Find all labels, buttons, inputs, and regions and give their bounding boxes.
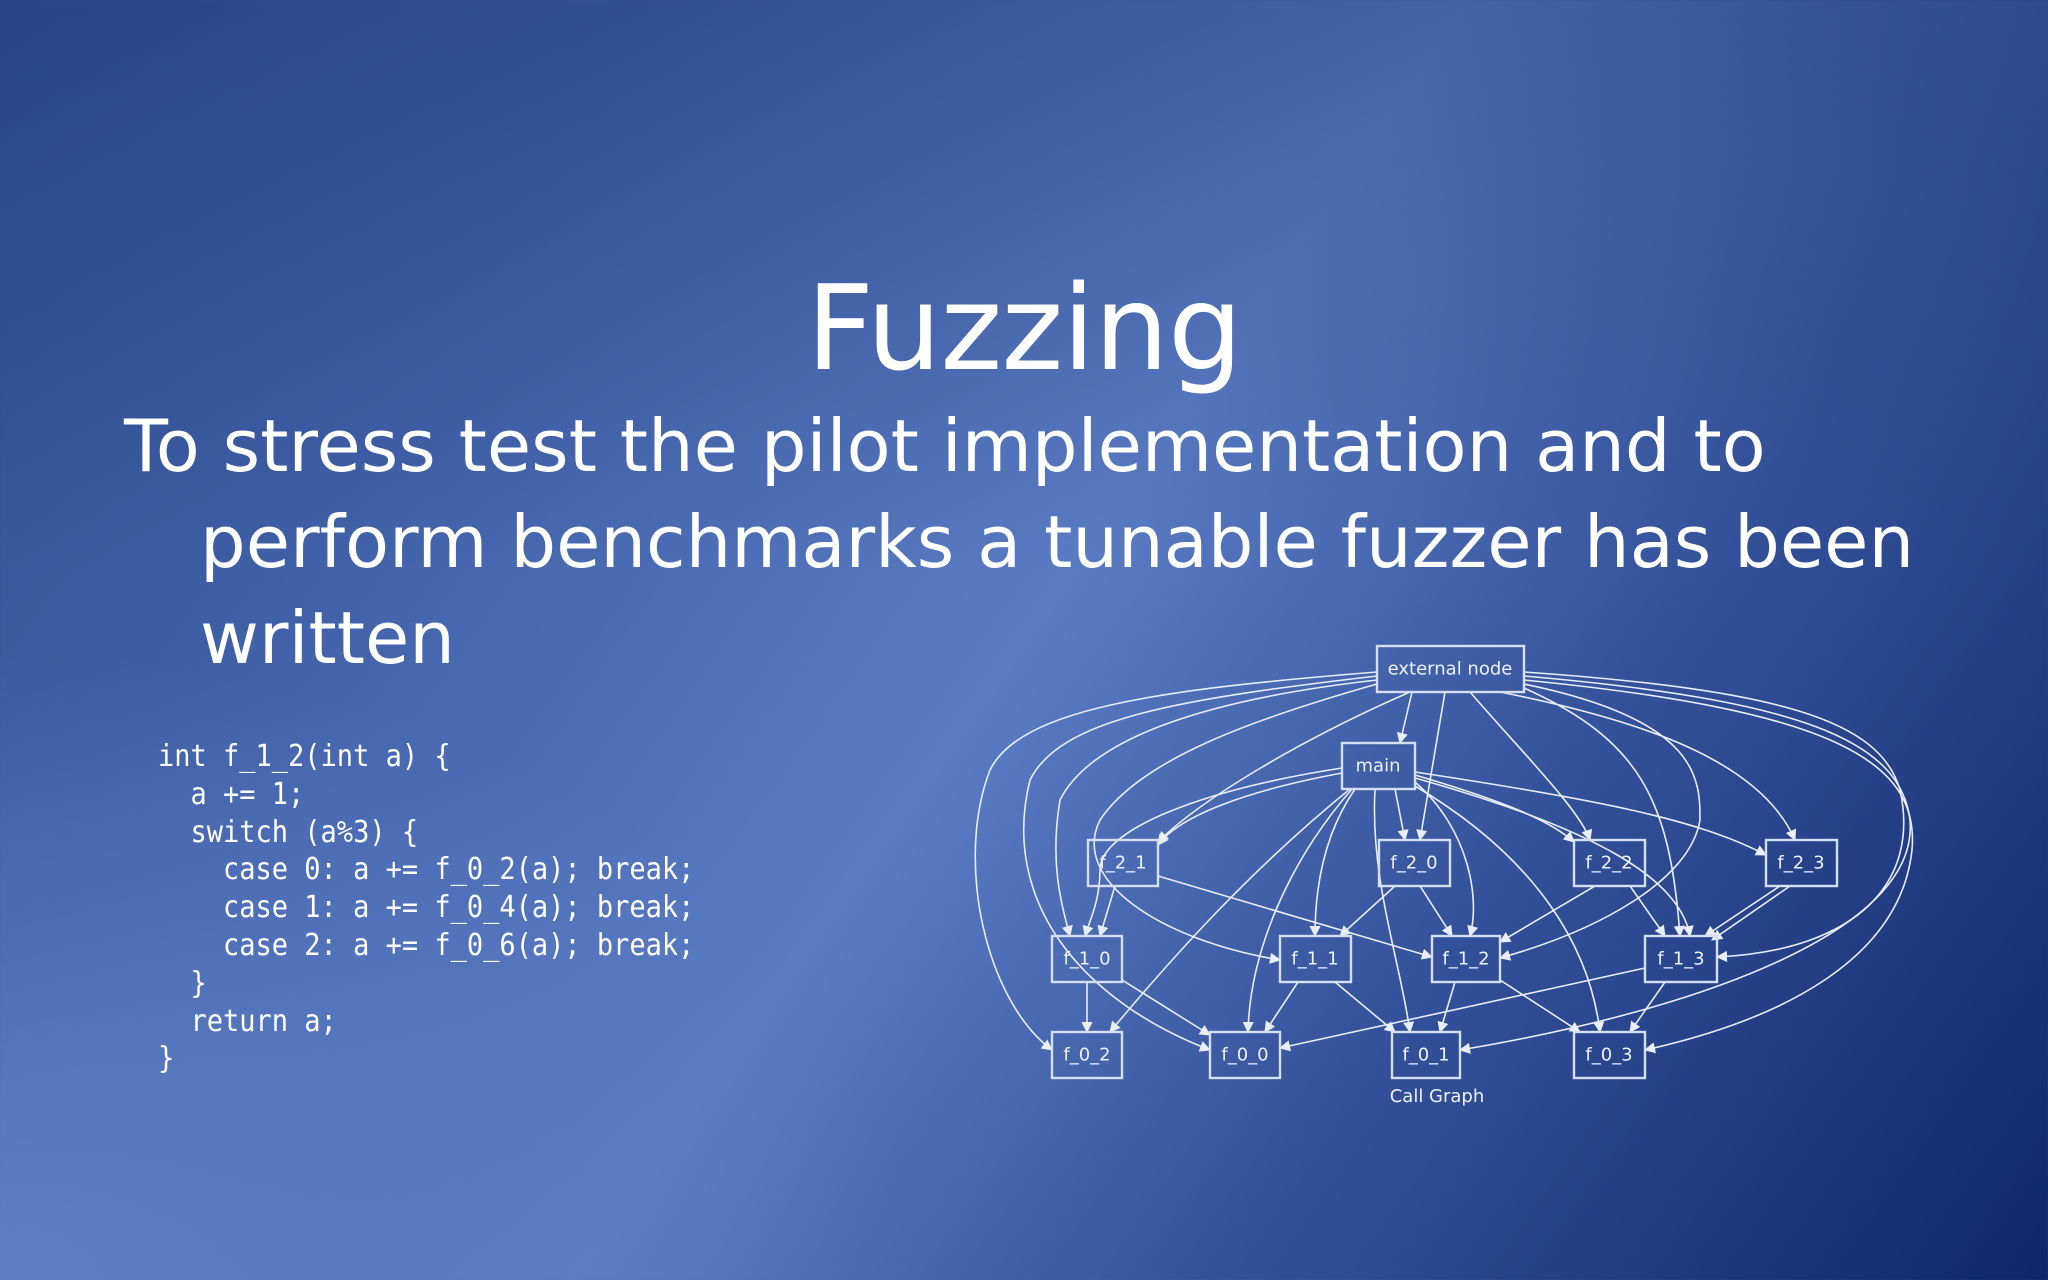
graph-node-f_2_3: f_2_3 [1764, 838, 1839, 888]
node-label: f_2_0 [1390, 853, 1437, 874]
node-label: f_1_0 [1063, 949, 1110, 970]
graph-node-f_2_2: f_2_2 [1572, 838, 1647, 888]
node-label: f_2_3 [1777, 853, 1824, 874]
graph-node-f_0_3: f_0_3 [1572, 1030, 1647, 1080]
slide-title: Fuzzing [806, 259, 1243, 398]
node-label: f_0_0 [1221, 1045, 1268, 1066]
node-label: f_0_3 [1585, 1045, 1632, 1066]
node-label: external node [1388, 659, 1513, 680]
node-label: f_2_1 [1099, 853, 1146, 874]
code-line: case 0: a += f_0_2(a); break; [158, 852, 695, 888]
graph-node-f_1_0: f_1_0 [1050, 934, 1124, 984]
code-line: a += 1; [158, 776, 305, 812]
graph-node-main: main [1340, 741, 1417, 791]
bullet-text: To stress test the pilot implementation … [124, 404, 1915, 680]
graph-node-f_2_0: f_2_0 [1377, 838, 1452, 888]
node-label: f_1_1 [1291, 949, 1338, 970]
code-line: case 1: a += f_0_4(a); break; [158, 890, 695, 926]
node-label: f_2_2 [1585, 853, 1632, 874]
node-label: f_1_2 [1442, 949, 1489, 970]
node-label: f_0_1 [1402, 1045, 1449, 1066]
node-label: f_0_2 [1063, 1045, 1110, 1066]
code-line: case 2: a += f_0_6(a); break; [158, 927, 695, 963]
graph-edges [974, 671, 1914, 1054]
code-line: switch (a%3) { [158, 814, 419, 850]
graph-caption: Call Graph [1390, 1086, 1485, 1107]
graph-node-f_1_2: f_1_2 [1430, 934, 1502, 984]
node-label: f_1_3 [1657, 949, 1704, 970]
code-line: int f_1_2(int a) { [158, 739, 451, 774]
graph-node-external: external node [1375, 644, 1526, 694]
code-snippet: int f_1_2(int a) { a += 1; switch (a%3) … [158, 738, 694, 1078]
graph-node-f_0_1: f_0_1 [1390, 1030, 1462, 1080]
graph-node-f_2_1: f_2_1 [1086, 838, 1160, 888]
node-label: main [1356, 756, 1401, 777]
graph-node-f_1_1: f_1_1 [1278, 934, 1353, 984]
graph-node-f_1_3: f_1_3 [1643, 934, 1719, 984]
code-line: } [158, 1041, 175, 1077]
code-line: } [158, 965, 207, 1001]
graph-node-f_0_2: f_0_2 [1050, 1030, 1124, 1080]
code-line: return a; [158, 1003, 337, 1039]
graph-nodes: external node main f_2_1 f_2_0 f_2_2 f_2… [1050, 644, 1839, 1080]
graph-node-f_0_0: f_0_0 [1208, 1030, 1282, 1080]
